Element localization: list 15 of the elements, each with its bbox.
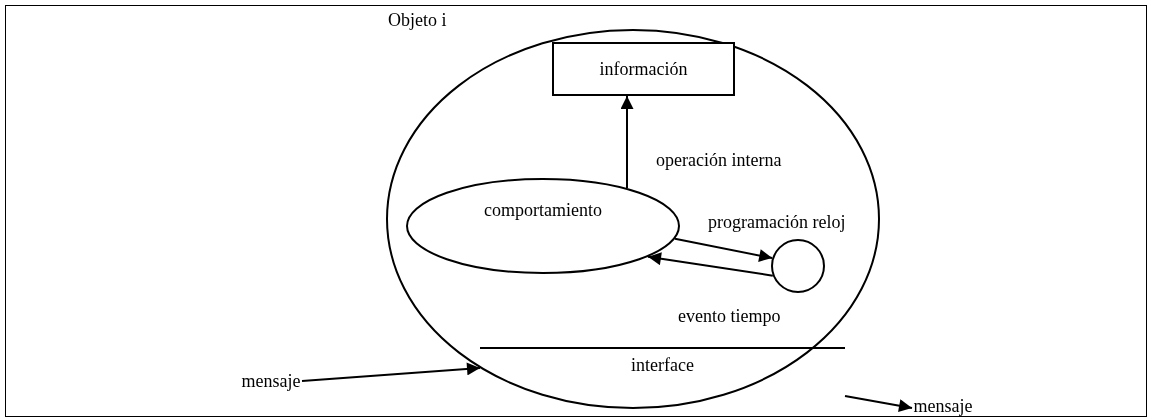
arrow <box>301 362 481 382</box>
message-label: mensaje <box>913 396 973 416</box>
process-box <box>552 42 735 96</box>
arrow <box>620 95 634 190</box>
edge-label: operación interna <box>656 150 782 170</box>
edge-label: evento tiempo <box>678 306 781 326</box>
object-heading: Objeto i <box>388 10 447 30</box>
arrow <box>647 252 774 277</box>
edge-label: programación reloj <box>708 212 846 232</box>
message-label: mensaje <box>241 371 301 391</box>
arrow <box>674 237 774 262</box>
arrow <box>844 395 913 413</box>
ellipse-label: comportamiento <box>484 200 602 220</box>
box-label: información <box>599 59 688 79</box>
segment-label: interface <box>631 355 694 377</box>
